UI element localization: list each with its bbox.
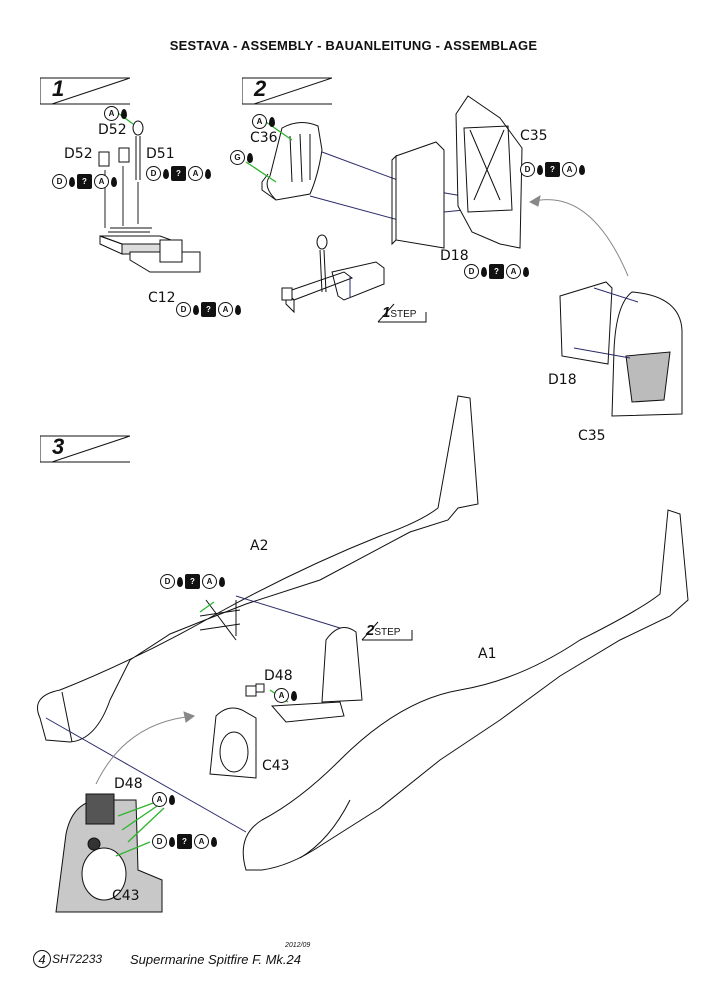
- label-c43: C43: [262, 758, 290, 774]
- drop-icon: [247, 152, 253, 163]
- drop-icon: [169, 836, 175, 847]
- cement-a-icon: A: [152, 792, 167, 807]
- icons-a2: D ? A: [160, 574, 225, 589]
- page-number: 4: [33, 950, 51, 968]
- unknown-color-icon: ?: [489, 264, 504, 279]
- label-d18: D18: [440, 248, 469, 264]
- icons-d48: A: [274, 688, 297, 703]
- label-a1: A1: [478, 646, 497, 662]
- paint-d-icon: D: [176, 302, 191, 317]
- icons-d52-left: D ? A: [52, 174, 117, 189]
- part-c35-drawing: [455, 95, 523, 249]
- label-a2: A2: [250, 538, 269, 554]
- paint-d-icon: D: [52, 174, 67, 189]
- drop-icon: [211, 836, 217, 847]
- label-d18-detail: D18: [548, 372, 577, 388]
- unknown-color-icon: ?: [77, 174, 92, 189]
- drop-icon: [235, 304, 241, 315]
- drop-icon: [537, 164, 543, 175]
- icons-c36-a: A: [252, 114, 275, 129]
- step-2-number: 2: [254, 76, 267, 101]
- drop-icon: [269, 116, 275, 127]
- paint-d-icon: D: [520, 162, 535, 177]
- unknown-color-icon: ?: [171, 166, 186, 181]
- fuselage-a1-drawing: [242, 509, 689, 871]
- paint-d-icon: D: [160, 574, 175, 589]
- page-title: SESTAVA - ASSEMBLY - BAUANLEITUNG - ASSE…: [169, 38, 538, 53]
- icons-d18: D ? A: [464, 264, 529, 279]
- cement-a-icon: A: [94, 174, 109, 189]
- paint-d-icon: D: [146, 166, 161, 181]
- unknown-color-icon: ?: [185, 574, 200, 589]
- label-d52-left: D52: [64, 146, 93, 162]
- label-c36: C36: [250, 130, 278, 146]
- kit-code: SH72233: [52, 952, 103, 966]
- step-ref-1-word: STEP: [390, 309, 417, 320]
- drop-icon: [219, 576, 225, 587]
- cement-a-icon: A: [274, 688, 289, 703]
- icons-c35: D ? A: [520, 162, 585, 177]
- model-name: Supermarine Spitfire F. Mk.24: [130, 952, 301, 967]
- label-c35-detail: C35: [578, 428, 606, 444]
- cement-a-icon: A: [188, 166, 203, 181]
- part-c43-drawing: [209, 707, 257, 779]
- paint-g-icon: G: [230, 150, 245, 165]
- unknown-color-icon: ?: [545, 162, 560, 177]
- unknown-color-icon: ?: [201, 302, 216, 317]
- fuselage-a2-drawing: [37, 395, 479, 743]
- cement-a-icon: A: [104, 106, 119, 121]
- icons-d52-top: A: [104, 106, 127, 121]
- part-c12-drawing: [99, 227, 201, 273]
- step-ref-2-word: STEP: [374, 627, 401, 638]
- paint-d-icon: D: [152, 834, 167, 849]
- cement-a-icon: A: [506, 264, 521, 279]
- paint-d-icon: D: [464, 264, 479, 279]
- drop-icon: [523, 266, 529, 277]
- drop-icon: [169, 794, 175, 805]
- drop-icon: [111, 176, 117, 187]
- print-date: 2012/09: [285, 942, 311, 949]
- cement-a-icon: A: [202, 574, 217, 589]
- cement-a-icon: A: [252, 114, 267, 129]
- part-d18-drawing: [391, 141, 445, 249]
- step-3-number: 3: [52, 434, 65, 459]
- icons-c43-detail: D ? A: [152, 834, 217, 849]
- drop-icon: [291, 690, 297, 701]
- drop-icon: [163, 168, 169, 179]
- detail-c43-drawing: [55, 793, 163, 913]
- cement-a-icon: A: [218, 302, 233, 317]
- label-d48-detail: D48: [114, 776, 143, 792]
- label-c43-detail: C43: [112, 888, 140, 904]
- seat-assembly-drawing: [270, 627, 363, 723]
- unknown-color-icon: ?: [177, 834, 192, 849]
- detail-d18-c35-drawing: [559, 281, 683, 417]
- drop-icon: [205, 168, 211, 179]
- part-c36-drawing: [261, 122, 323, 201]
- cement-a-icon: A: [194, 834, 209, 849]
- step-1-number: 1: [52, 76, 65, 101]
- parts-d52-d51-drawing: [98, 120, 144, 180]
- icons-c12: D ? A: [176, 302, 241, 317]
- step1-subassembly-drawing: [281, 234, 385, 314]
- icons-c36-g: G: [230, 150, 253, 165]
- cement-a-icon: A: [562, 162, 577, 177]
- drop-icon: [177, 576, 183, 587]
- label-d48: D48: [264, 668, 293, 684]
- drop-icon: [69, 176, 75, 187]
- label-d51: D51: [146, 146, 175, 162]
- label-c35: C35: [520, 128, 548, 144]
- drop-icon: [481, 266, 487, 277]
- label-d52-top: D52: [98, 122, 127, 138]
- drop-icon: [579, 164, 585, 175]
- icons-d51: D ? A: [146, 166, 211, 181]
- drop-icon: [193, 304, 199, 315]
- drop-icon: [121, 108, 127, 119]
- label-c12: C12: [148, 290, 176, 306]
- icons-d48-detail: A: [152, 792, 175, 807]
